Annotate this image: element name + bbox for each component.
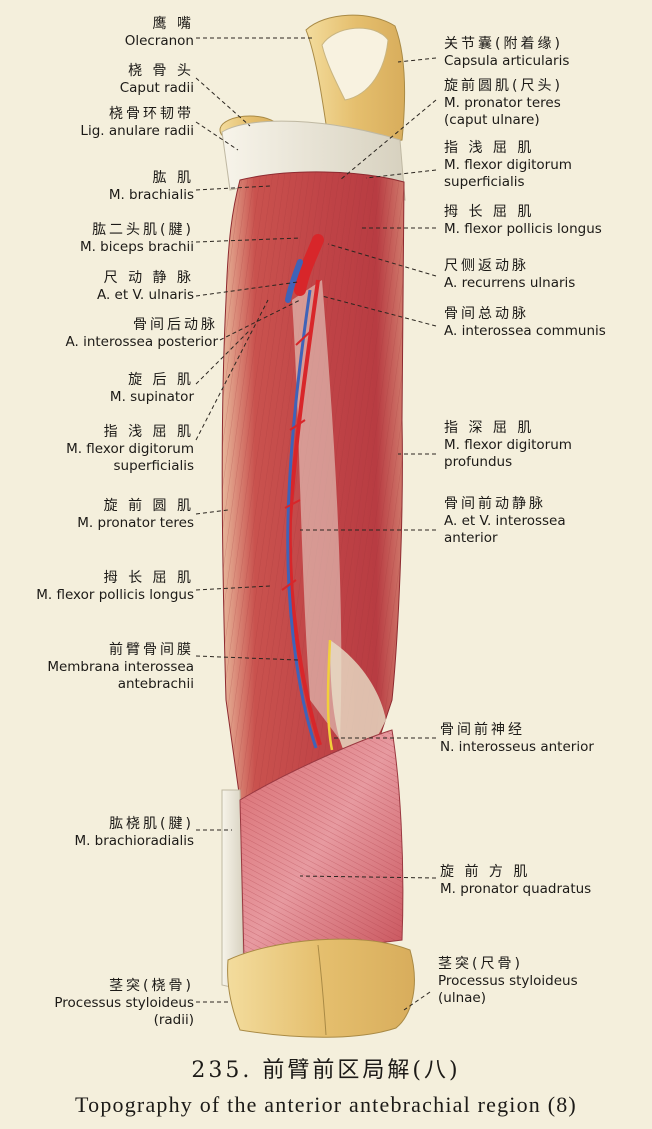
label-olecranon: 鹰 嘴 Olecranon [125, 16, 194, 50]
label-interossea-ant-av: 骨间前动静脉 A. et V. interossea anterior [444, 496, 566, 547]
label-pt-ulnar: 旋前圆肌(尺头) M. pronator teres (caput ulnare… [444, 78, 563, 129]
label-zh: 旋 前 圆 肌 [103, 498, 194, 514]
label-zh: 茎突(桡骨) [109, 978, 194, 994]
pronator-quadratus-fibers [240, 730, 403, 960]
label-en2: antebrachii [117, 676, 194, 692]
label-en: Processus styloideus [54, 995, 194, 1011]
label-en2: superficialis [113, 458, 195, 474]
label-en: Processus styloideus [438, 973, 578, 989]
bone-cleft [317, 944, 327, 1036]
label-en2: superficialis [444, 174, 525, 190]
label-zh: 指 浅 屈 肌 [444, 140, 535, 156]
label-zh: 指 浅 屈 肌 [103, 424, 194, 440]
ulnar-vein [285, 259, 303, 303]
label-zh: 尺侧返动脉 [444, 258, 529, 274]
label-zh: 旋前圆肌(尺头) [444, 78, 563, 94]
label-en: A. et V. interossea [444, 513, 566, 529]
label-en: A. interossea posterior [65, 334, 218, 350]
label-en: M. flexor digitorum [444, 437, 572, 453]
label-pronator-quadratus: 旋 前 方 肌 M. pronator quadratus [440, 864, 591, 898]
label-en: A. et V. ulnaris [96, 287, 194, 303]
label-styloid-radii: 茎突(桡骨) Processus styloideus (radii) [54, 978, 194, 1029]
label-en: M. flexor pollicis longus [444, 221, 602, 237]
label-n-interosseus: 骨间前神经 N. interosseus anterior [440, 722, 594, 756]
label-zh: 桡骨环韧带 [109, 106, 194, 122]
label-en2: profundus [444, 454, 513, 470]
label-en: M. supinator [109, 389, 194, 405]
label-interossea-post: 骨间后动脉 A. interossea posterior [65, 317, 218, 351]
label-zh: 拇 长 屈 肌 [444, 204, 535, 220]
label-zh: 茎突(尺骨) [438, 956, 523, 972]
label-zh: 骨间前动静脉 [444, 496, 546, 512]
label-zh: 桡 骨 头 [128, 63, 194, 79]
label-zh: 拇 长 屈 肌 [103, 570, 194, 586]
label-pronator-teres: 旋 前 圆 肌 M. pronator teres [77, 498, 194, 532]
label-zh: 骨间前神经 [440, 722, 525, 738]
ulnar-artery [294, 234, 324, 296]
label-zh: 旋 前 方 肌 [440, 864, 531, 880]
label-brachioradialis: 肱桡肌(腱) M. brachioradialis [74, 816, 194, 850]
label-zh: 肱二头肌(腱) [92, 222, 194, 238]
label-fdp: 指 深 屈 肌 M. flexor digitorum profundus [444, 420, 572, 471]
label-en: M. flexor pollicis longus [36, 587, 194, 603]
label-en: M. biceps brachii [79, 239, 194, 255]
label-en: M. pronator teres [444, 95, 561, 111]
label-en: Olecranon [124, 33, 194, 49]
label-en: N. interosseus anterior [440, 739, 594, 755]
label-caput-radii: 桡 骨 头 Caput radii [120, 63, 194, 97]
label-zh: 肱桡肌(腱) [109, 816, 194, 832]
label-lig-anulare: 桡骨环韧带 Lig. anulare radii [80, 106, 194, 140]
label-communis: 骨间总动脉 A. interossea communis [444, 306, 606, 340]
label-fds-left: 指 浅 屈 肌 M. flexor digitorum superficiali… [66, 424, 194, 475]
label-zh: 关节囊(附着缘) [444, 36, 563, 52]
label-zh: 前臂骨间膜 [109, 642, 194, 658]
label-en: A. recurrens ulnaris [444, 275, 576, 291]
label-en: A. interossea communis [444, 323, 606, 339]
trochlear-notch [321, 27, 389, 101]
label-biceps: 肱二头肌(腱) M. biceps brachii [80, 222, 194, 256]
label-ulnaris-av: 尺 动 静 脉 A. et V. ulnaris [97, 270, 194, 304]
label-en: M. pronator teres [77, 515, 194, 531]
label-brachialis: 肱 肌 M. brachialis [109, 170, 194, 204]
label-supinator: 旋 后 肌 M. supinator [110, 372, 194, 406]
label-en: M. pronator quadratus [440, 881, 592, 897]
label-en: M. brachioradialis [74, 833, 194, 849]
label-capsula: 关节囊(附着缘) Capsula articularis [444, 36, 569, 70]
label-en2: (caput ulnare) [444, 112, 540, 128]
label-styloid-ulnae: 茎突(尺骨) Processus styloideus (ulnae) [438, 956, 578, 1007]
label-zh: 尺 动 静 脉 [103, 270, 194, 286]
label-zh: 指 深 屈 肌 [444, 420, 535, 436]
label-en: Caput radii [119, 80, 194, 96]
label-recurrens: 尺侧返动脉 A. recurrens ulnaris [444, 258, 575, 292]
label-zh: 骨间总动脉 [444, 306, 529, 322]
label-en2: anterior [444, 530, 498, 546]
label-en: M. flexor digitorum [66, 441, 194, 457]
anterior-interosseous-nerve [326, 639, 334, 751]
label-en: Lig. anulare radii [80, 123, 194, 139]
label-en: Capsula articularis [444, 53, 570, 69]
label-en2: (ulnae) [438, 990, 486, 1006]
anterior-interosseous-artery [287, 279, 322, 746]
anterior-interosseous-vein [286, 289, 318, 749]
label-en: M. brachialis [108, 187, 194, 203]
distal-radius-ulna [227, 938, 415, 1038]
leader-lines [195, 37, 437, 1011]
label-membrana: 前臂骨间膜 Membrana interossea antebrachii [47, 642, 194, 693]
label-en2: (radii) [153, 1012, 194, 1028]
label-zh: 骨间后动脉 [133, 317, 218, 333]
caption-english: Topography of the anterior antebrachial … [75, 1092, 577, 1117]
label-fds-right: 指 浅 屈 肌 M. flexor digitorum superficiali… [444, 140, 572, 191]
label-fpl-right: 拇 长 屈 肌 M. flexor pollicis longus [444, 204, 602, 238]
label-en: Membrana interossea [47, 659, 194, 675]
artery-branches [281, 329, 313, 591]
label-en: M. flexor digitorum [444, 157, 572, 173]
caption-chinese: 235. 前臂前区局解(八) [191, 1058, 461, 1083]
label-fpl-left: 拇 长 屈 肌 M. flexor pollicis longus [36, 570, 194, 604]
label-zh: 鹰 嘴 [152, 16, 194, 32]
label-zh: 肱 肌 [152, 170, 194, 186]
label-zh: 旋 后 肌 [128, 372, 194, 388]
